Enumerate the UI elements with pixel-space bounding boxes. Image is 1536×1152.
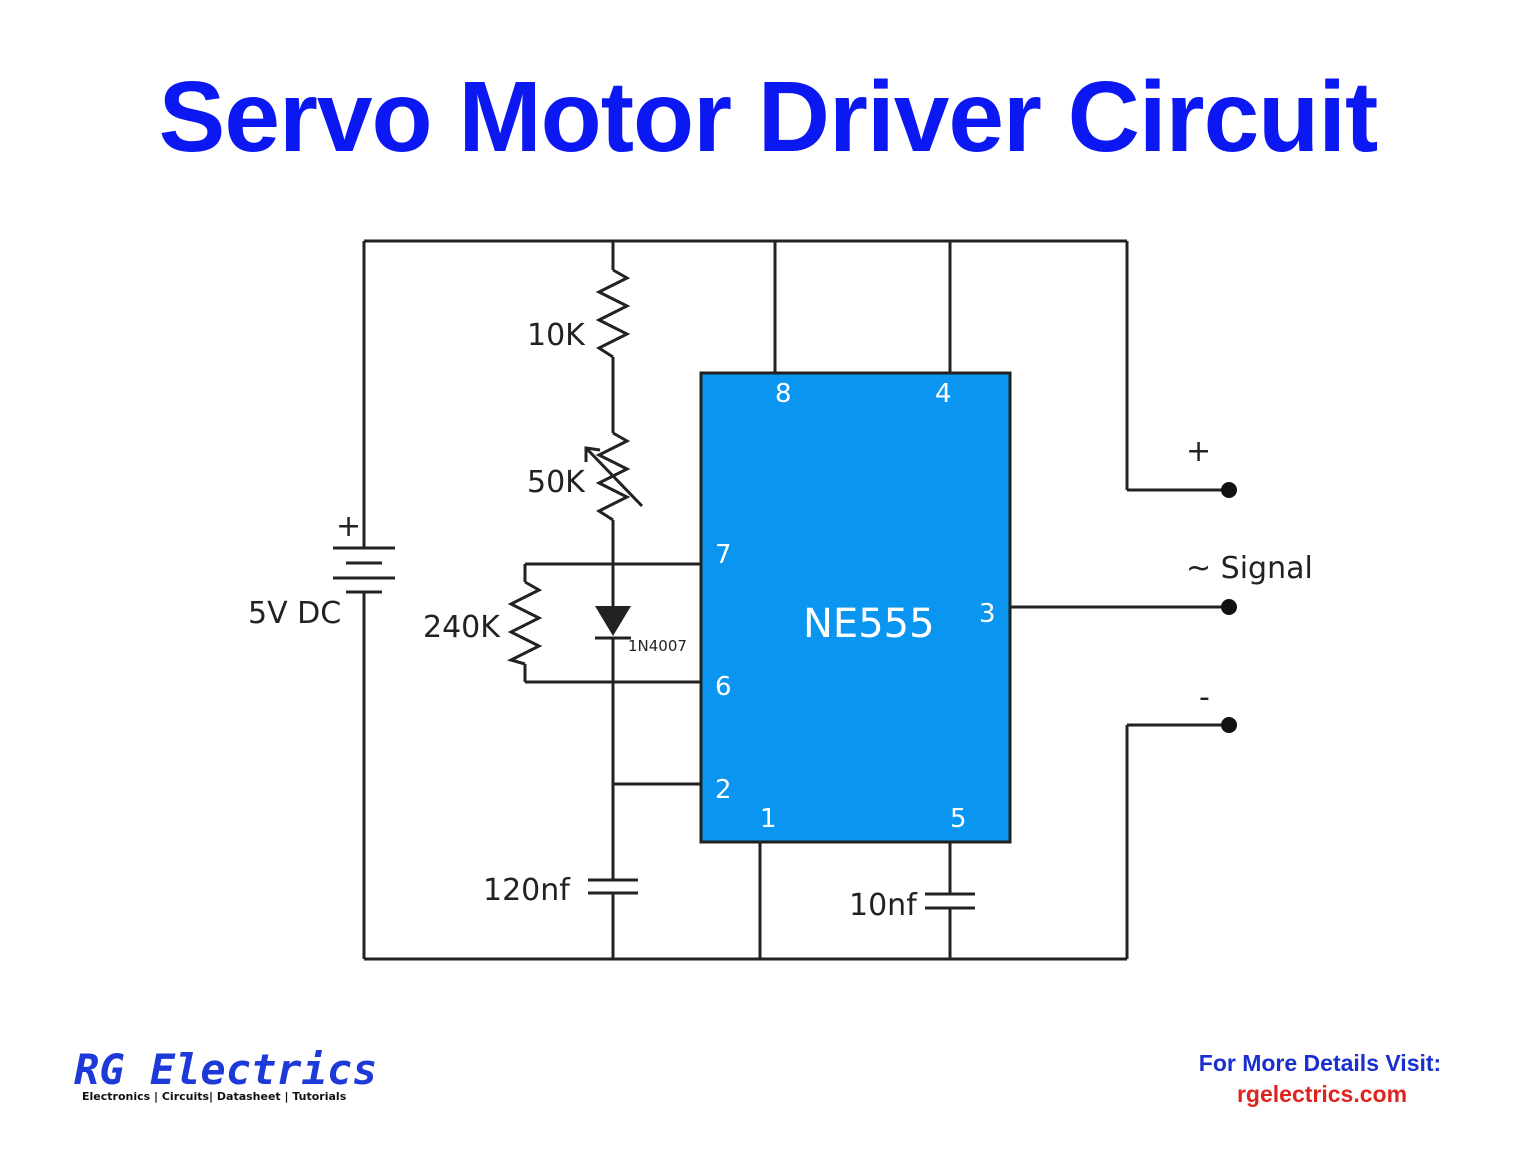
visit-url[interactable]: rgelectrics.com	[1237, 1081, 1407, 1107]
pin-2-label: 2	[715, 775, 732, 805]
pin-5-label: 5	[950, 804, 967, 834]
output-minus-terminal	[1221, 717, 1237, 733]
ne555-chip	[699, 371, 1012, 844]
capacitor-10nf-label: 10nf	[849, 888, 918, 923]
pin-6-label: 6	[715, 672, 732, 702]
output-plus-terminal	[1221, 482, 1237, 498]
battery-voltage-label: 5V DC	[248, 596, 341, 631]
output-plus-label: +	[1186, 434, 1211, 469]
capacitor-120nf	[588, 878, 638, 895]
logo-tagline: Electronics | Circuits| Datasheet | Tuto…	[82, 1090, 347, 1103]
pin-8-label: 8	[775, 379, 792, 409]
resistor-10k-label: 10K	[527, 318, 586, 353]
output-minus-label: -	[1199, 680, 1210, 715]
chip-name-label: NE555	[803, 601, 935, 647]
battery-symbol	[333, 546, 395, 594]
diode-symbol	[595, 606, 631, 640]
resistor-240k	[506, 580, 543, 666]
wires	[362, 239, 1229, 961]
pin-3-label: 3	[979, 599, 996, 629]
pin-7-label: 7	[715, 540, 732, 570]
potentiometer-50k-label: 50K	[527, 465, 586, 500]
output-signal-terminal	[1221, 599, 1237, 615]
battery-plus-label: +	[336, 509, 361, 544]
resistor-10k	[595, 268, 631, 359]
resistor-240k-label: 240K	[423, 610, 501, 645]
capacitor-120nf-label: 120nf	[483, 873, 571, 908]
diode-label: 1N4007	[628, 637, 687, 655]
rg-electrics-logo: RG Electrics	[74, 1045, 377, 1094]
capacitor-10nf	[925, 892, 975, 910]
visit-label: For More Details Visit:	[1199, 1050, 1441, 1076]
pin-4-label: 4	[935, 379, 952, 409]
potentiometer-arrow	[584, 446, 644, 508]
pin-1-label: 1	[760, 804, 777, 834]
output-signal-label: ~ Signal	[1186, 551, 1313, 586]
page-title: Servo Motor Driver Circuit	[158, 61, 1379, 173]
